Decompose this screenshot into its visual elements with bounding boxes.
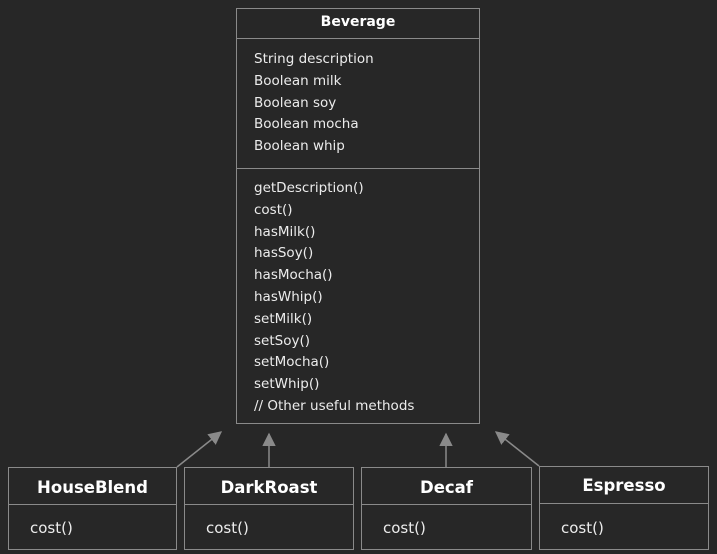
class-name: Espresso [540, 467, 708, 504]
method: hasWhip() [254, 288, 323, 305]
attribute: Boolean mocha [254, 116, 359, 133]
method: setWhip() [254, 376, 320, 393]
houseblend-class-box: HouseBlend cost() [8, 467, 177, 550]
class-name: Beverage [237, 9, 479, 39]
decaf-class-box: Decaf cost() [361, 467, 532, 550]
method: setMilk() [254, 310, 313, 327]
method: setMocha() [254, 354, 330, 371]
attributes-section: String description Boolean milk Boolean … [237, 39, 479, 169]
method: hasSoy() [254, 245, 314, 262]
method: getDescription() [254, 180, 364, 196]
method: setSoy() [254, 332, 310, 349]
attribute: Boolean soy [254, 94, 337, 111]
method: cost() [30, 519, 73, 537]
method: hasMocha() [254, 267, 333, 284]
attribute: Boolean whip [254, 138, 345, 155]
method: cost() [254, 201, 293, 218]
espresso-class-box: Espresso cost() [539, 466, 709, 550]
class-name: Decaf [362, 468, 531, 505]
class-name: HouseBlend [9, 468, 176, 505]
method: cost() [561, 519, 604, 537]
method: cost() [206, 519, 249, 537]
method: hasMilk() [254, 223, 316, 240]
arrow-espresso [494, 431, 540, 467]
arrow-houseblend [176, 431, 223, 468]
beverage-class-box: Beverage String description Boolean milk… [236, 8, 480, 424]
method: cost() [383, 519, 426, 537]
comment: // Other useful methods [254, 397, 415, 414]
methods-section: getDescription() cost() hasMilk() hasSoy… [237, 169, 479, 418]
class-name: DarkRoast [185, 468, 353, 505]
attribute: String description [254, 51, 374, 67]
darkroast-class-box: DarkRoast cost() [184, 467, 354, 550]
attribute: Boolean milk [254, 72, 342, 89]
